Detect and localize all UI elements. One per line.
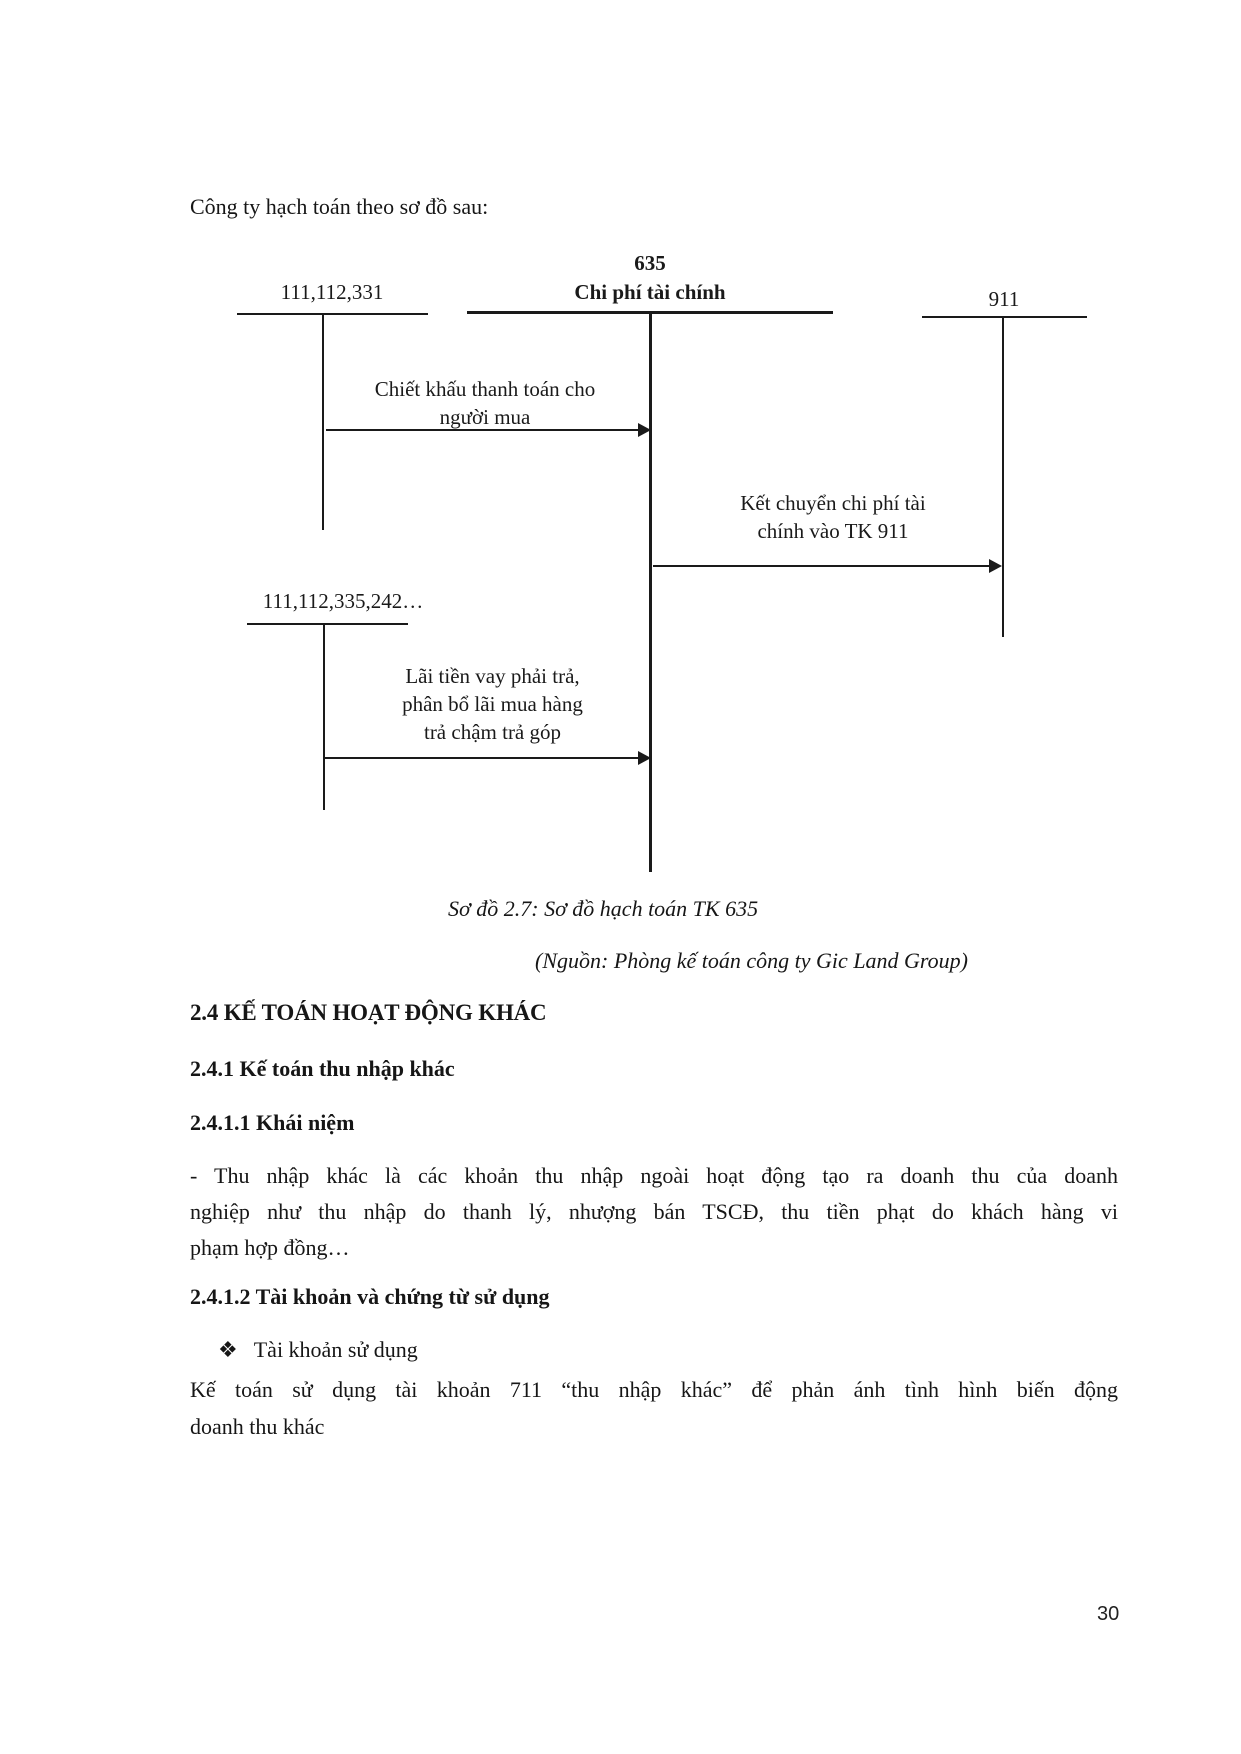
t-account-vertical-line-911 <box>1002 317 1004 637</box>
paragraph-thu-nhap-khac: - Thu nhập khác là các khoản thu nhập ng… <box>190 1158 1118 1266</box>
t-account-horizontal-line-111-112-335-242 <box>247 623 408 625</box>
arrow-shaft <box>324 757 640 759</box>
heading-2-4-1-1: 2.4.1.1 Khái niệm <box>190 1110 355 1135</box>
heading-2-4-1: 2.4.1 Kế toán thu nhập khác <box>190 1056 455 1081</box>
paragraph-line: doanh thu khác <box>190 1414 325 1439</box>
arrow-head-icon <box>638 751 651 765</box>
flow-label-chiet-khau: Chiết khấu thanh toán cho người mua <box>345 375 625 431</box>
diagram-caption: Sơ đồ 2.7: Sơ đồ hạch toán TK 635 <box>448 896 759 921</box>
bullet-tai-khoan-su-dung: ❖ Tài khoản sử dụng <box>218 1337 418 1363</box>
t-account-horizontal-line-111-112-331 <box>237 313 428 315</box>
paragraph-line: phạm hợp đồng… <box>190 1235 350 1260</box>
account-label-911: 911 <box>988 287 1020 311</box>
heading-2-4: 2.4 KẾ TOÁN HOẠT ĐỘNG KHÁC <box>190 1000 547 1025</box>
account-label-111-112-335-242: 111,112,335,242… <box>262 589 424 613</box>
flow3-line1: Lãi tiền vay phải trả, <box>405 664 580 688</box>
account-label-111-112-331: 111,112,331 <box>280 280 384 304</box>
flow-label-lai-tien-vay: Lãi tiền vay phải trả, phân bổ lãi mua h… <box>350 662 635 746</box>
paragraph-tai-khoan-711: Kế toán sử dụng tài khoản 711 “thu nhập … <box>190 1371 1118 1445</box>
flow1-line2: người mua <box>439 405 531 429</box>
account-label-635: 635 Chi phí tài chính <box>500 249 800 307</box>
t-account-vertical-line-111-112-331 <box>322 314 324 530</box>
arrow-335-to-635 <box>324 751 651 765</box>
heading-2-4-1-2: 2.4.1.2 Tài khoản và chứng từ sử dụng <box>190 1284 550 1309</box>
arrow-635-to-911 <box>653 559 1002 573</box>
flow1-line1: Chiết khấu thanh toán cho <box>374 377 596 401</box>
t-account-vertical-line-635 <box>649 311 652 872</box>
arrow-head-icon <box>638 423 651 437</box>
flow2-line2: chính vào TK 911 <box>757 519 909 543</box>
t-account-vertical-line-111-112-335-242 <box>323 624 325 810</box>
intro-text: Công ty hạch toán theo sơ đồ sau: <box>190 194 489 219</box>
account-635-number: 635 <box>634 251 666 275</box>
paragraph-line: Kế toán sử dụng tài khoản 711 “thu nhập … <box>190 1377 1118 1402</box>
arrow-head-icon <box>989 559 1002 573</box>
flow3-line3: trả chậm trả góp <box>423 720 562 744</box>
flow2-line1: Kết chuyển chi phí tài <box>740 491 926 515</box>
flow3-line2: phân bổ lãi mua hàng <box>402 692 583 716</box>
arrow-shaft <box>653 565 991 567</box>
diamond-bullet-icon: ❖ <box>218 1337 238 1362</box>
paragraph-line: nghiệp như thu nhập do thanh lý, nhượng … <box>190 1199 1118 1224</box>
diagram-source: (Nguồn: Phòng kế toán công ty Gic Land G… <box>535 948 969 973</box>
arrow-111-to-635 <box>326 423 651 437</box>
t-account-horizontal-line-911 <box>922 316 1087 318</box>
account-635-name: Chi phí tài chính <box>574 280 726 304</box>
page-number: 30 <box>1097 1603 1120 1625</box>
flow-label-ket-chuyen: Kết chuyển chi phí tài chính vào TK 911 <box>693 489 973 545</box>
arrow-shaft <box>326 429 640 431</box>
bullet-text: Tài khoản sử dụng <box>253 1337 418 1362</box>
paragraph-line: - Thu nhập khác là các khoản thu nhập ng… <box>190 1163 1118 1188</box>
